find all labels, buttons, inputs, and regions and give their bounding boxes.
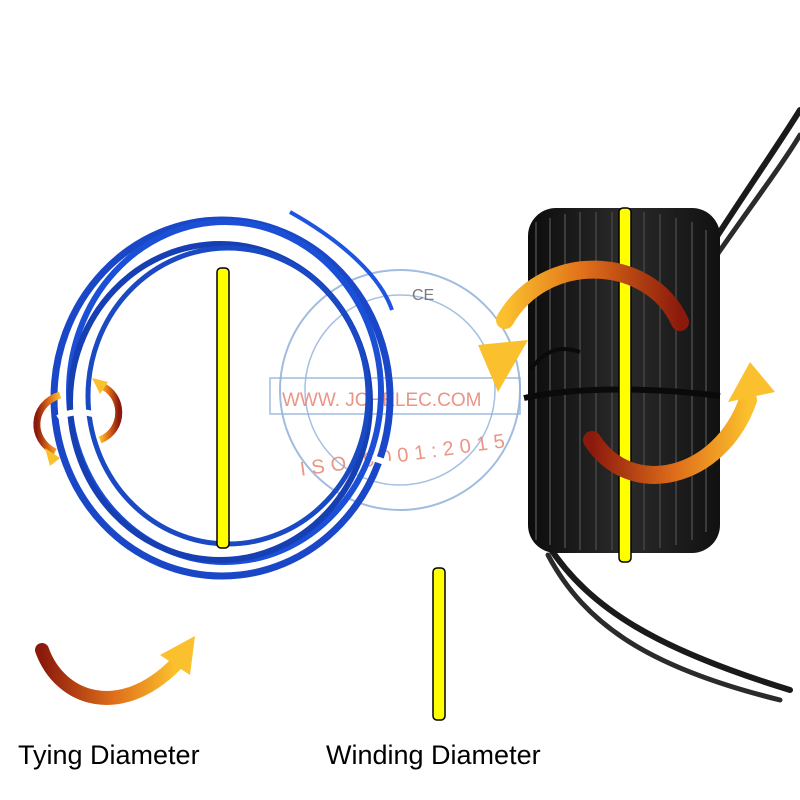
small-arrow-right	[98, 381, 123, 444]
rotation-arrows	[33, 260, 775, 705]
big-arrow-upper	[496, 260, 689, 331]
legend-marker	[432, 567, 446, 721]
tying-diameter-label: Tying Diameter	[18, 740, 200, 770]
black-lead-wires	[545, 107, 800, 703]
winding-diameter-marker	[618, 207, 632, 563]
winding-diameter-label: Winding Diameter	[326, 740, 541, 770]
legend-arrow	[35, 643, 182, 705]
big-arrow-lower	[583, 391, 757, 484]
watermark: CE WWW. JCHELEC.COM ISO 9001:2015	[269, 269, 521, 511]
small-arrow-left	[33, 391, 62, 456]
tying-diameter-marker	[216, 267, 230, 549]
watermark-ce: CE	[412, 287, 434, 304]
